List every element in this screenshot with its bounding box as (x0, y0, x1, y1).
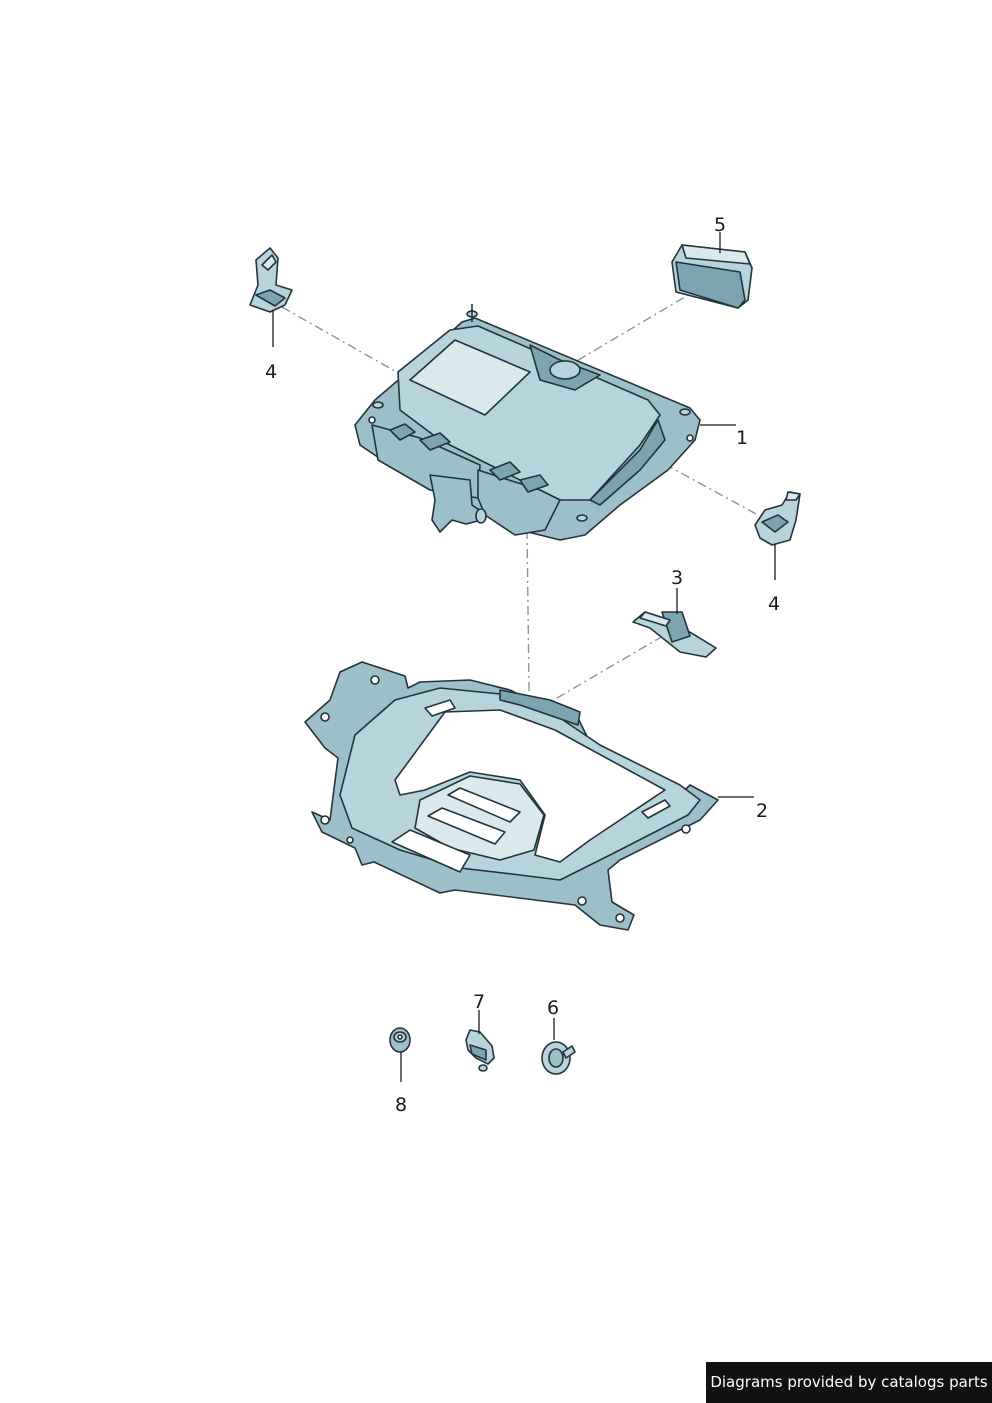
callout-1-label: 1 (736, 427, 748, 449)
callout-4-right-label: 4 (768, 593, 780, 615)
callout-4-left-label: 4 (265, 361, 277, 383)
retaining-clip-part (632, 611, 717, 658)
callout-7-label: 7 (473, 991, 485, 1013)
callout-leader-lines (272, 232, 776, 1082)
clip-nut-part (465, 1029, 495, 1072)
callout-6-label: 6 (547, 997, 559, 1019)
callout-5-label: 5 (714, 214, 726, 236)
control-unit-part (354, 304, 701, 541)
callout-labels: 1 2 3 4 4 5 6 7 8 (265, 214, 780, 1116)
mounting-bracket-part (304, 661, 719, 931)
nut-part (389, 1027, 411, 1053)
callout-3-label: 3 (671, 567, 683, 589)
bolt-part (541, 1041, 576, 1075)
credit-banner: Diagrams provided by catalogs parts (706, 1362, 992, 1403)
holder-right-part (754, 491, 801, 546)
holder-left-part (249, 247, 293, 313)
callout-2-label: 2 (756, 800, 768, 822)
callout-8-label: 8 (395, 1094, 407, 1116)
clip-cover-part (671, 244, 753, 309)
